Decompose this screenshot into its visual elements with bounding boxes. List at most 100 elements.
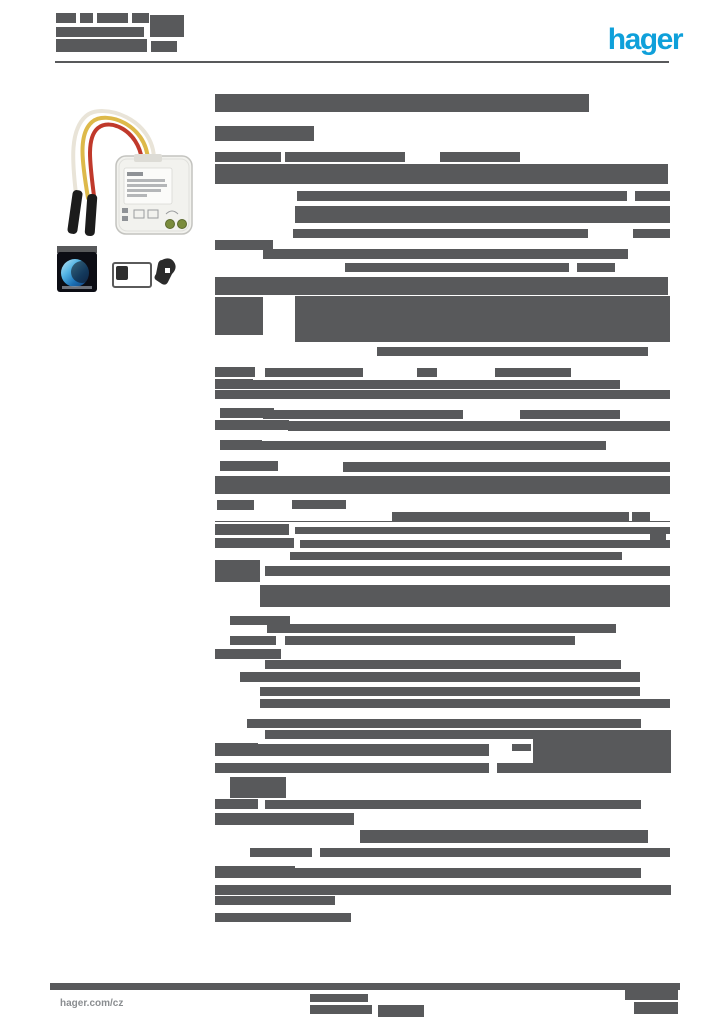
redacted-spec-bar bbox=[343, 462, 670, 472]
quicklink-moon-shadow bbox=[71, 261, 93, 283]
redacted-spec-bar bbox=[263, 249, 628, 259]
footer-website-box: hager.com/cz bbox=[56, 991, 171, 1015]
redacted-footer-text bbox=[625, 990, 678, 1000]
redacted-title-bar bbox=[215, 126, 314, 141]
redacted-spec-bar bbox=[360, 830, 648, 843]
module-label-line bbox=[127, 179, 165, 182]
redacted-spec-bar bbox=[260, 699, 670, 708]
quicklink-wordmark-bar bbox=[62, 286, 92, 289]
redacted-spec-bar bbox=[533, 739, 671, 765]
redacted-spec-bar bbox=[215, 743, 258, 756]
redacted-spec-bar bbox=[215, 277, 668, 295]
module-symbol bbox=[122, 208, 128, 213]
redacted-address-line bbox=[56, 39, 147, 52]
redacted-address-line bbox=[97, 13, 128, 23]
redacted-spec-bar bbox=[512, 744, 531, 751]
redacted-spec-bar bbox=[288, 868, 641, 878]
redacted-spec-bar bbox=[520, 410, 620, 419]
redacted-spec-bar bbox=[220, 440, 262, 450]
redacted-spec-bar bbox=[217, 500, 254, 510]
redacted-spec-bar bbox=[257, 744, 489, 756]
module-label-line bbox=[127, 194, 147, 197]
redacted-spec-bar bbox=[632, 512, 650, 521]
redacted-spec-bar bbox=[295, 206, 670, 223]
redacted-spec-bar bbox=[285, 152, 405, 162]
redacted-spec-bar bbox=[265, 368, 363, 377]
footer-website-text: hager.com/cz bbox=[60, 997, 124, 1009]
redacted-spec-bar bbox=[215, 649, 281, 659]
redacted-spec-bar bbox=[215, 297, 263, 335]
product-photo-graphic bbox=[67, 109, 193, 237]
redacted-spec-bar bbox=[265, 730, 671, 739]
redacted-spec-bar bbox=[230, 636, 276, 645]
redacted-footer-text bbox=[310, 1005, 372, 1014]
wire-connector bbox=[67, 190, 83, 234]
redacted-spec-bar bbox=[285, 636, 575, 645]
redacted-spec-bar bbox=[220, 408, 274, 418]
redacted-spec-bar bbox=[240, 672, 640, 682]
redacted-spec-bar bbox=[635, 191, 670, 201]
redacted-spec-bar bbox=[440, 152, 520, 162]
redacted-spec-bar bbox=[215, 420, 289, 430]
redacted-spec-bar bbox=[300, 540, 670, 548]
config-button bbox=[165, 219, 175, 229]
installation-icon-graphic bbox=[154, 258, 176, 285]
redacted-spec-bar bbox=[215, 763, 489, 773]
redacted-spec-bar bbox=[215, 896, 335, 905]
redacted-spec-bar bbox=[295, 527, 670, 534]
redacted-spec-bar bbox=[215, 367, 255, 377]
installation-icon-notch bbox=[165, 268, 170, 273]
redacted-spec-bar bbox=[265, 660, 621, 669]
redacted-spec-bar bbox=[290, 552, 622, 560]
hager-logo: hager bbox=[582, 23, 684, 58]
redacted-footer-text bbox=[378, 1005, 424, 1017]
module-symbol bbox=[122, 216, 128, 221]
redacted-spec-bar bbox=[215, 390, 670, 399]
redacted-spec-bar bbox=[262, 441, 606, 450]
redacted-spec-bar bbox=[288, 421, 670, 431]
redacted-spec-bar bbox=[297, 191, 627, 201]
redacted-footer-text bbox=[634, 1002, 678, 1014]
redacted-spec-bar bbox=[265, 800, 641, 809]
redacted-address-line bbox=[132, 13, 149, 23]
redacted-spec-bar bbox=[495, 368, 571, 377]
redacted-spec-bar bbox=[633, 229, 670, 238]
redacted-spec-bar bbox=[295, 296, 670, 342]
yellow-wire bbox=[80, 115, 150, 200]
redacted-address-line bbox=[56, 27, 144, 37]
redacted-spec-bar bbox=[215, 240, 273, 250]
redacted-address-line bbox=[150, 15, 184, 37]
redacted-spec-bar bbox=[392, 512, 629, 521]
wire-entry bbox=[134, 154, 162, 162]
photo-caption-bar bbox=[57, 246, 97, 253]
wire-connector bbox=[84, 193, 98, 237]
redacted-address-line bbox=[80, 13, 93, 23]
module-label-line bbox=[127, 189, 161, 192]
module-label-brand bbox=[127, 172, 143, 176]
redacted-spec-bar bbox=[267, 624, 616, 633]
redacted-spec-bar bbox=[215, 538, 294, 548]
redacted-spec-bar bbox=[220, 461, 278, 471]
redacted-spec-bar bbox=[577, 263, 615, 272]
redacted-spec-bar bbox=[215, 152, 281, 162]
hager-logo-text: hager bbox=[607, 23, 684, 56]
redacted-spec-bar bbox=[215, 379, 253, 389]
redacted-footer-text bbox=[310, 994, 368, 1002]
redacted-spec-bar bbox=[215, 913, 351, 922]
flush-box-icon-inner bbox=[116, 266, 128, 280]
redacted-spec-bar bbox=[215, 866, 295, 878]
redacted-spec-bar bbox=[250, 848, 312, 857]
config-button bbox=[177, 219, 187, 229]
module-pictogram bbox=[147, 209, 159, 219]
redacted-spec-bar bbox=[215, 885, 671, 895]
redacted-spec-bar bbox=[250, 380, 620, 389]
redacted-address-line bbox=[151, 41, 177, 52]
redacted-spec-bar bbox=[215, 813, 354, 825]
product-photo bbox=[62, 98, 202, 243]
footer-divider bbox=[50, 983, 680, 990]
redacted-spec-bar bbox=[230, 616, 290, 625]
redacted-spec-bar bbox=[293, 229, 588, 238]
redacted-spec-bar bbox=[247, 719, 641, 728]
redacted-spec-bar bbox=[320, 848, 670, 857]
